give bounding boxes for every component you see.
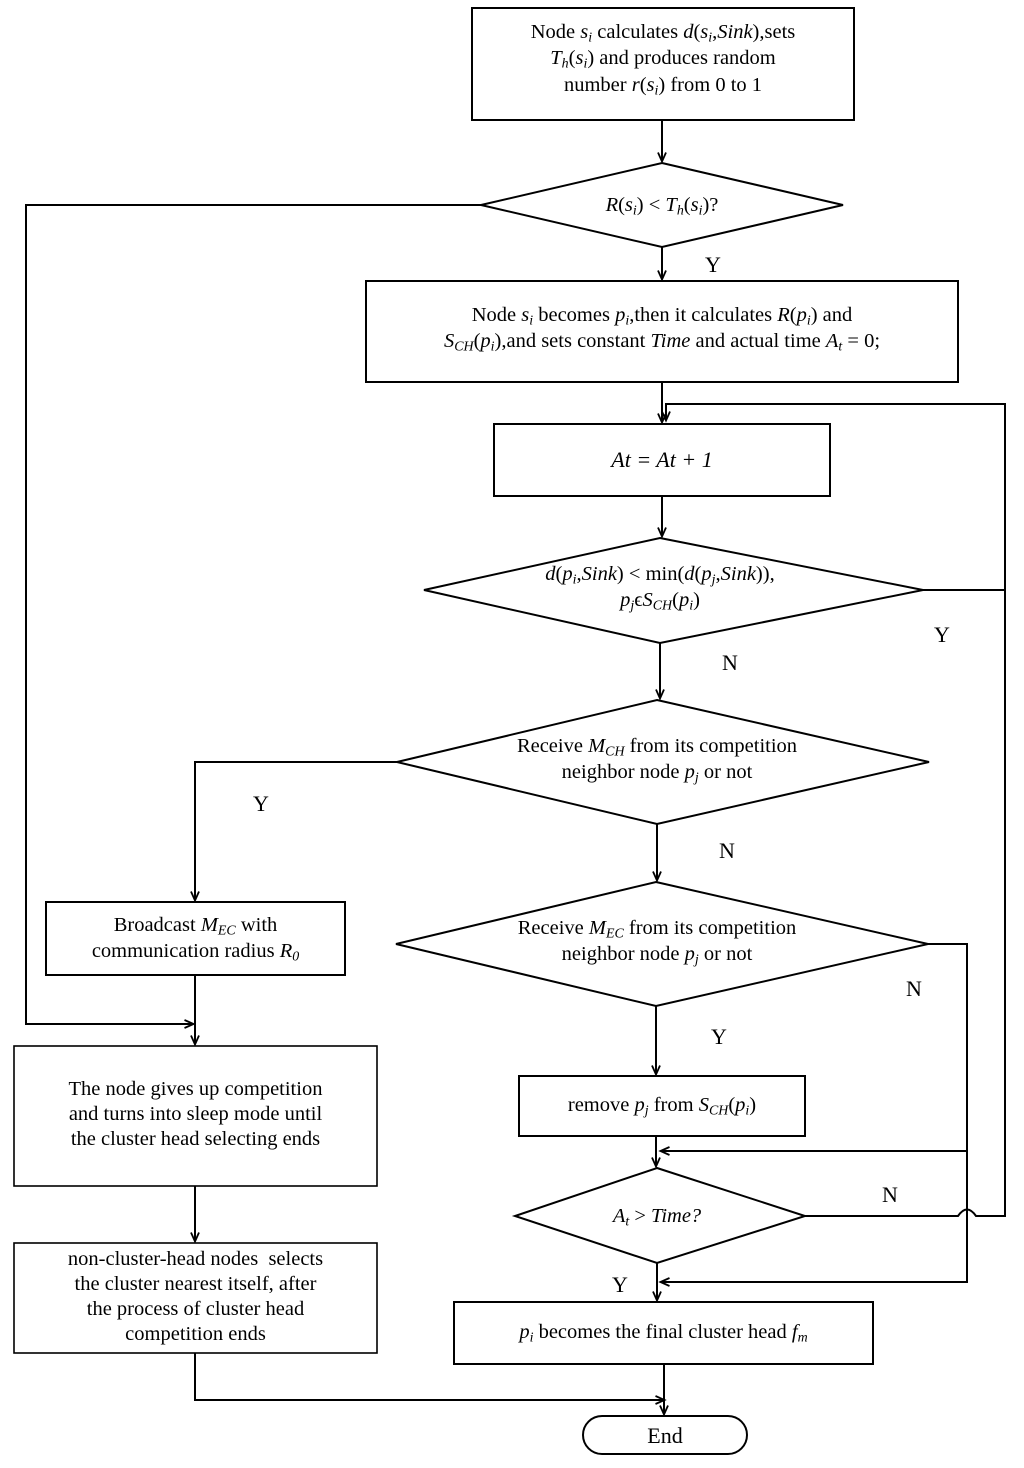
text-decision-mec: Receive MEC from its competition neighbo… [517,917,797,968]
text-increment-at: At = At + 1 [611,447,713,472]
shape-remove-pj [518,1075,806,1137]
conn-threshold-no-rail [25,204,481,1024]
branch-label-threshold-yes: Y [705,252,721,277]
conn-noncluster-to-end [194,1353,664,1400]
text-become-pi: Node si becomes pi,then it calculates R(… [443,304,881,355]
branch-label-time-yes: Y [612,1272,628,1297]
conn-mecno-rail-to-final [661,1151,968,1282]
text-give-up: The node gives up competition and turns … [68,1078,323,1150]
text-end: End [647,1423,683,1448]
text-decision-time: At > Time? [612,1205,702,1230]
shape-broadcast-mec [45,901,346,976]
conn-time-no-loop [805,590,1006,1217]
text-start-process: Node si calculates d(si,Sink),sets Th(si… [530,21,796,99]
text-broadcast-mec: Broadcast MEC with communication radius … [91,914,300,965]
text-remove-pj: remove pj from SCH(pi) [567,1094,757,1119]
branch-label-mec-yes: Y [711,1024,727,1049]
branch-label-dist-no: N [722,650,738,675]
shape-non-cluster-head [13,1242,378,1354]
conn-mec-no-loop [661,943,968,1151]
text-decision-mch: Receive MCH from its competition neighbo… [516,735,798,786]
branch-label-dist-yes: Y [934,622,950,647]
text-final-head: pi becomes the final cluster head fm [519,1321,808,1346]
branch-label-mch-no: N [719,838,735,863]
text-decision-dist: d(pi,Sink) < min(d(pj,Sink)), pjϵSCH(pi) [545,563,775,614]
shape-start-process [471,7,855,121]
conn-mch-yes-to-broadcast [195,761,397,900]
branch-label-time-no: N [882,1182,898,1207]
text-decision-threshold: R(si) < Th(si)? [605,194,719,219]
conn-dist-yes-loop [666,403,1006,591]
branch-label-mec-no: N [906,976,922,1001]
branch-label-mch-yes: Y [253,791,269,816]
text-non-cluster-head: non-cluster-head nodes selects the clust… [67,1248,324,1345]
shape-increment-at [493,423,831,497]
